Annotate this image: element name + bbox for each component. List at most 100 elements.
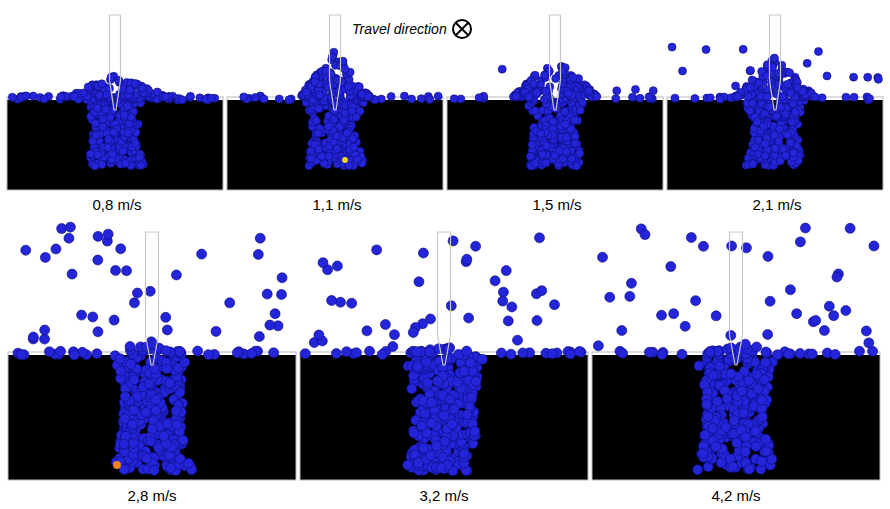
particle	[161, 346, 171, 356]
particle	[571, 140, 579, 148]
particle	[104, 135, 112, 143]
particle	[65, 222, 75, 232]
particle	[184, 458, 194, 468]
particle	[325, 123, 333, 131]
simulation-panel	[667, 15, 883, 190]
particle	[344, 83, 352, 91]
tine	[770, 15, 781, 110]
particle	[40, 325, 50, 335]
particle	[823, 72, 831, 80]
tracer-particle	[113, 461, 121, 469]
particle	[612, 95, 620, 103]
particle	[512, 92, 520, 100]
particle	[340, 116, 348, 124]
particle	[302, 88, 310, 96]
particle	[147, 424, 157, 434]
particle	[124, 129, 132, 137]
particle	[571, 116, 579, 124]
particle	[110, 128, 118, 136]
particle	[314, 129, 322, 137]
particle	[316, 91, 324, 99]
soil-bin	[447, 100, 663, 190]
particle	[16, 350, 26, 360]
particle	[88, 312, 98, 322]
particle	[357, 90, 365, 98]
particle	[197, 249, 207, 259]
particle	[312, 117, 320, 125]
particle	[576, 106, 584, 114]
bin-outline	[8, 352, 296, 480]
particle	[702, 46, 710, 54]
particle	[783, 80, 791, 88]
particle	[92, 131, 100, 139]
particle	[129, 405, 139, 415]
particle	[211, 326, 221, 336]
particle	[850, 93, 858, 101]
particle	[775, 80, 783, 88]
particle	[253, 249, 263, 259]
particle	[537, 130, 545, 138]
particle	[119, 439, 129, 449]
particle	[161, 312, 171, 322]
particle	[744, 92, 752, 100]
particle	[784, 131, 792, 139]
particle	[776, 125, 784, 133]
particle	[775, 137, 783, 145]
particle	[207, 94, 215, 102]
particle	[400, 92, 408, 100]
particle	[161, 93, 169, 101]
particle	[260, 95, 268, 103]
particle	[528, 141, 536, 149]
particle	[782, 110, 790, 118]
particle	[765, 103, 773, 111]
particle	[787, 89, 795, 97]
particle	[755, 79, 763, 87]
particle	[165, 378, 175, 388]
particle	[763, 61, 771, 69]
particles	[450, 62, 657, 170]
particle	[631, 85, 639, 93]
soil-bin	[227, 100, 443, 190]
particle	[151, 394, 161, 404]
particle	[128, 438, 138, 448]
particle	[732, 82, 740, 90]
particle	[145, 286, 155, 296]
tine	[110, 15, 121, 110]
particle	[349, 134, 357, 142]
particle	[95, 91, 103, 99]
particle	[93, 255, 103, 265]
particle	[277, 273, 287, 283]
particle	[541, 71, 549, 79]
particle	[571, 132, 579, 140]
particle	[40, 95, 48, 103]
particle	[144, 379, 154, 389]
particle	[40, 252, 50, 262]
particle	[791, 108, 799, 116]
particle	[345, 162, 353, 170]
soil-bin	[667, 100, 883, 190]
particle	[125, 342, 135, 352]
particle	[162, 419, 172, 429]
particle	[276, 289, 286, 299]
soil-bin	[7, 100, 223, 190]
particle	[87, 150, 95, 158]
particle	[70, 93, 78, 101]
particle	[91, 119, 99, 127]
simulation-panel	[227, 15, 443, 190]
particle	[141, 407, 151, 417]
particle	[247, 349, 257, 359]
particle	[127, 420, 137, 430]
particle	[733, 92, 741, 100]
particle	[162, 364, 172, 374]
particle	[275, 95, 283, 103]
particle	[789, 149, 797, 157]
particle	[333, 145, 341, 153]
particle	[22, 92, 30, 100]
bin-outline	[667, 97, 883, 190]
particle	[552, 75, 560, 83]
particle	[786, 69, 794, 77]
particle	[95, 91, 103, 99]
particle	[475, 94, 483, 102]
simulation-panel	[447, 15, 663, 190]
particle	[56, 346, 66, 356]
